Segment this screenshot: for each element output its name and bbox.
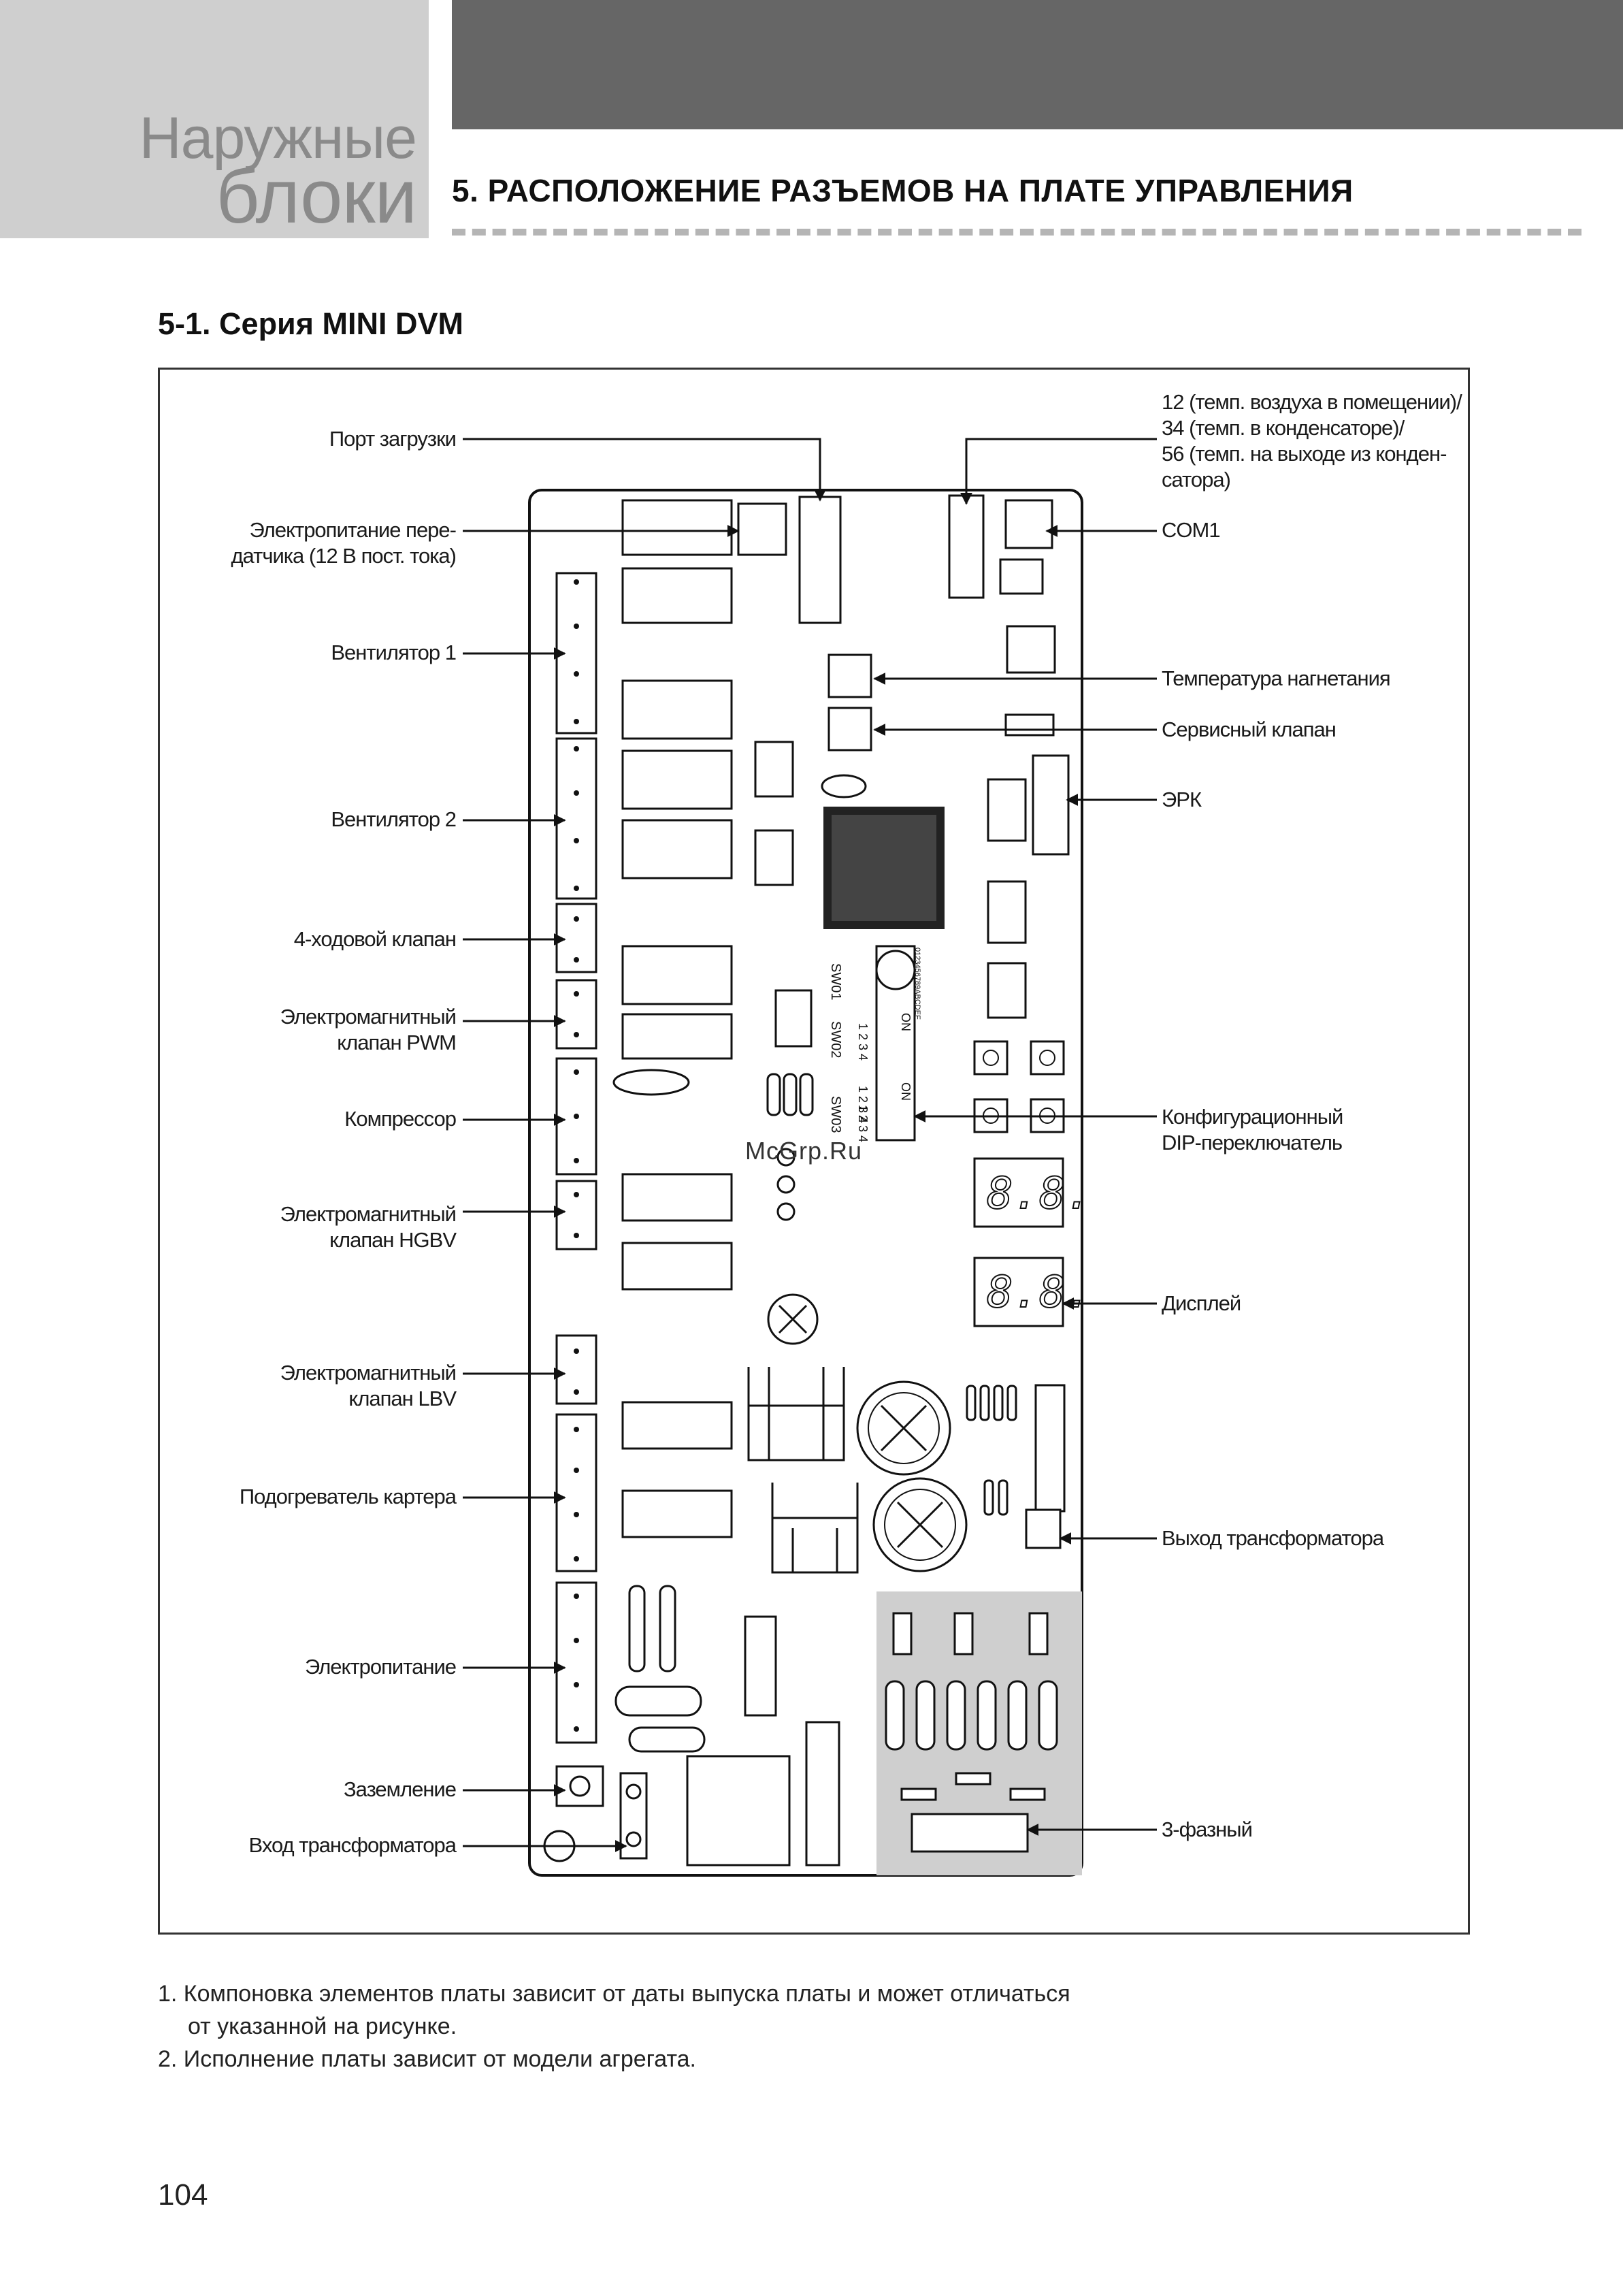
- seven-seg-display-2: [973, 1257, 1064, 1327]
- chapter-title: 5. РАСПОЛОЖЕНИЕ РАЗЪЕМОВ НА ПЛАТЕ УПРАВЛ…: [452, 173, 1354, 208]
- dip-numbers-3: 1 2 3 4: [856, 1105, 870, 1142]
- label-four-way-valve: 4-ходовой клапан: [293, 927, 457, 951]
- seven-seg-digits-1: 8.8.: [987, 1169, 1092, 1219]
- on-label-1: ON: [899, 1013, 913, 1031]
- section-tab-line2: блоки: [216, 154, 417, 239]
- rotary-switch: [875, 950, 916, 990]
- label-erk: ЭРК: [1162, 788, 1202, 811]
- label-fan1: Вентилятор 1: [331, 641, 457, 664]
- seven-seg-digits-2: 8.8.: [987, 1267, 1092, 1318]
- header-divider: [452, 229, 1581, 236]
- fan2-connector: [555, 737, 597, 900]
- label-ground: Заземление: [343, 1777, 457, 1801]
- note-2: 2. Исполнение платы зависит от модели аг…: [158, 2046, 696, 2072]
- label-download-port: Порт загрузки: [329, 427, 457, 451]
- section-title: 5-1. Серия MINI DVM: [158, 306, 463, 341]
- download-port-connector: [798, 496, 842, 624]
- on-label-2: ON: [899, 1082, 913, 1101]
- pwm-connector: [555, 979, 597, 1050]
- seven-seg-display-1: [973, 1157, 1064, 1228]
- notes: 1. Компоновка элементов платы зависит от…: [158, 1977, 1070, 2075]
- diagram-frame: [158, 368, 1470, 1935]
- label-crankcase-heater: Подогреватель картера: [239, 1485, 457, 1508]
- note-1-cont: от указанной на рисунке.: [188, 2014, 457, 2039]
- heater-connector: [555, 1413, 597, 1572]
- label-power-supply: Электропитание: [304, 1655, 457, 1679]
- sw01-label: SW01: [828, 963, 843, 1000]
- dip-numbers-1: 1 2 3 4: [856, 1023, 870, 1061]
- label-display: Дисплей: [1162, 1291, 1241, 1315]
- section-tab-line1: Наружные: [139, 106, 417, 171]
- sw02-label: SW02: [828, 1021, 843, 1058]
- label-fan2: Вентилятор 2: [331, 807, 457, 831]
- service-valve-connector: [827, 707, 872, 751]
- label-service-valve: Сервисный клапан: [1162, 717, 1337, 741]
- sensor-connector: [948, 494, 985, 599]
- discharge-temp-connector: [827, 653, 872, 698]
- transmitter-power-connector: [737, 502, 787, 556]
- label-com1: COM1: [1162, 518, 1221, 542]
- com1-connector: [1004, 499, 1053, 549]
- hgbv-connector: [555, 1180, 597, 1250]
- label-transformer-output: Выход трансформатора: [1162, 1526, 1384, 1550]
- label-compressor: Компрессор: [344, 1107, 457, 1131]
- sw03-label: SW03: [828, 1096, 843, 1133]
- label-transmitter-power: Электропитание пере-датчика (12 В пост. …: [231, 518, 457, 568]
- sw01-connector: [774, 989, 813, 1048]
- section-tab: Наружные блоки: [0, 0, 429, 238]
- page-number: 104: [158, 2178, 208, 2212]
- rotary-label: 0123456789ABCDEF: [913, 948, 921, 1020]
- label-discharge-temp: Температура нагнетания: [1162, 666, 1391, 690]
- erk-connector: [1032, 754, 1070, 856]
- label-three-phase: 3-фазный: [1162, 1817, 1253, 1841]
- label-temperature-sensors: 12 (темп. воздуха в помещении)/ 34 (темп…: [1162, 390, 1462, 491]
- header-bar: [452, 0, 1623, 129]
- note-1: 1. Компоновка элементов платы зависит от…: [158, 1981, 1070, 2007]
- watermark: McGrp.Ru: [745, 1137, 863, 1165]
- label-transformer-input: Вход трансформатора: [248, 1833, 457, 1857]
- dip-numbers-2: 1 2 3 4: [856, 1086, 870, 1123]
- power-connector: [555, 1581, 597, 1744]
